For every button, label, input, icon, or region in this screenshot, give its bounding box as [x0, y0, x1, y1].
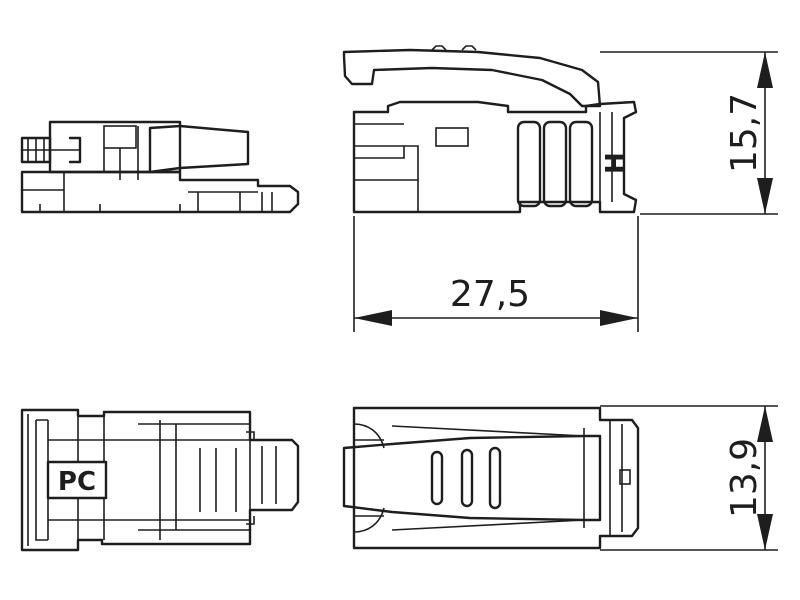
dimension-length-label: 27,5 [450, 274, 530, 315]
dimension-width-label: 13,9 [724, 438, 765, 518]
side-mark-label: H [601, 152, 631, 174]
plug-front-view: H [342, 45, 638, 214]
dimension-height-label: 15,7 [724, 93, 765, 173]
dimension-width: 13,9 [600, 405, 778, 551]
dimension-length: 27,5 [353, 216, 639, 332]
pc-mark-label: PC [58, 467, 96, 497]
plug-bottom-view [342, 406, 640, 550]
pc-mark-box [46, 460, 108, 500]
plug-top-view: PC [20, 408, 300, 552]
plug-side-view [20, 120, 300, 214]
dimension-height: 15,7 [600, 51, 778, 215]
